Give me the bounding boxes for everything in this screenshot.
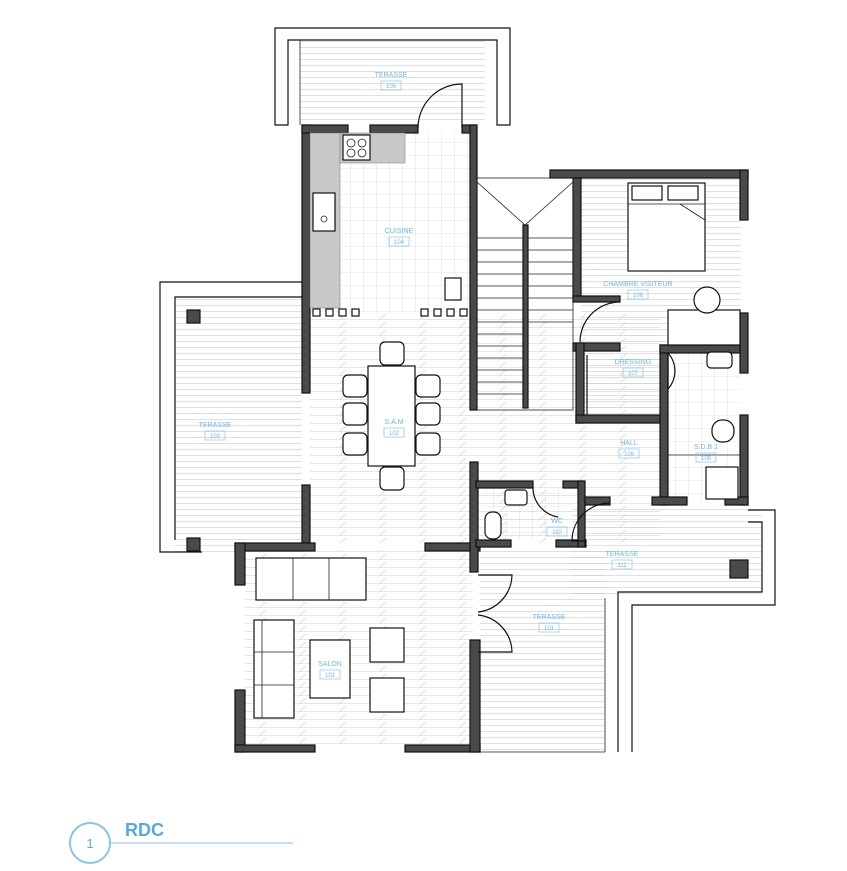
door-icon	[579, 301, 621, 343]
svg-text:HALL: HALL	[620, 440, 638, 447]
svg-text:101: 101	[544, 626, 555, 632]
room-label-chambre-106: CHAMBRE VISITEUR 106	[603, 281, 673, 300]
sofa-icon	[255, 557, 367, 601]
shower-icon	[705, 466, 739, 500]
staircase	[476, 177, 574, 411]
room-label-terasse-105: TERASSE 105	[375, 72, 408, 91]
door-icon	[417, 83, 463, 129]
svg-text:CUISINE: CUISINE	[385, 228, 414, 235]
room-label-sdb-108: S.D.B 1 108	[694, 444, 718, 463]
svg-text:111: 111	[617, 563, 627, 569]
view-title: 1 RDC	[69, 820, 293, 864]
svg-text:107: 107	[628, 371, 639, 377]
desk-icon	[667, 309, 741, 346]
svg-text:106: 106	[633, 293, 644, 299]
room-label-dressing-107: DRESSING 107	[615, 359, 652, 378]
svg-text:DRESSING: DRESSING	[615, 359, 652, 366]
svg-text:109: 109	[624, 452, 635, 458]
living-furniture	[253, 557, 513, 719]
armchair-icon	[369, 677, 405, 713]
svg-text:102: 102	[389, 431, 400, 437]
armchair-icon	[369, 627, 405, 663]
sink-icon	[312, 192, 336, 232]
svg-text:105: 105	[386, 84, 397, 90]
svg-text:CHAMBRE VISITEUR: CHAMBRE VISITEUR	[603, 281, 672, 288]
terrace-outlines	[159, 27, 776, 753]
sofa-icon	[253, 619, 295, 719]
svg-text:TERASSE: TERASSE	[533, 614, 566, 621]
svg-text:1: 1	[86, 836, 93, 851]
room-label-wc-110: WC 110	[546, 518, 568, 537]
washbasin-icon	[706, 351, 733, 369]
room-label-terasse-111: TERASSE 111	[606, 551, 639, 570]
toilet-icon	[711, 419, 735, 443]
level-title: RDC	[125, 820, 164, 840]
room-labels: TERASSE 105 CUISINE 104 CHAMBRE VISITEUR 10…	[199, 72, 718, 680]
room-label-sam-102: S.A.M 102	[383, 419, 405, 438]
room-label-hall-109: HALL 109	[618, 440, 640, 459]
room-label-cuisine-104: CUISINE 104	[385, 228, 414, 247]
svg-text:SALON: SALON	[318, 661, 342, 668]
kitchen-fixtures	[309, 83, 468, 317]
dining-furniture	[342, 341, 441, 491]
svg-text:110: 110	[552, 530, 562, 536]
svg-text:TERASSE: TERASSE	[375, 72, 408, 79]
stove-icon	[342, 134, 371, 161]
room-label-salon-101: SALON 101	[318, 661, 342, 680]
svg-text:WC: WC	[551, 518, 563, 525]
bathroom-fixtures	[484, 351, 740, 542]
room-label-terasse-101: TERASSE 101	[533, 614, 566, 633]
svg-text:TERASSE: TERASSE	[199, 422, 232, 429]
svg-text:TERASSE: TERASSE	[606, 551, 639, 558]
walls	[186, 124, 749, 753]
svg-text:101: 101	[325, 673, 336, 679]
bar-stools	[312, 277, 468, 317]
bedroom-furniture	[579, 182, 741, 415]
coffee-table	[309, 639, 351, 699]
wc-sink-icon	[504, 489, 528, 506]
svg-text:104: 104	[394, 240, 405, 246]
svg-text:103: 103	[210, 434, 221, 440]
svg-text:S.A.M: S.A.M	[384, 419, 403, 426]
room-label-terasse-103: TERASSE 103	[199, 422, 232, 441]
svg-text:108: 108	[701, 456, 712, 462]
svg-text:S.D.B 1: S.D.B 1	[694, 444, 718, 451]
wc-toilet-icon	[484, 511, 502, 540]
dining-table	[367, 365, 416, 467]
